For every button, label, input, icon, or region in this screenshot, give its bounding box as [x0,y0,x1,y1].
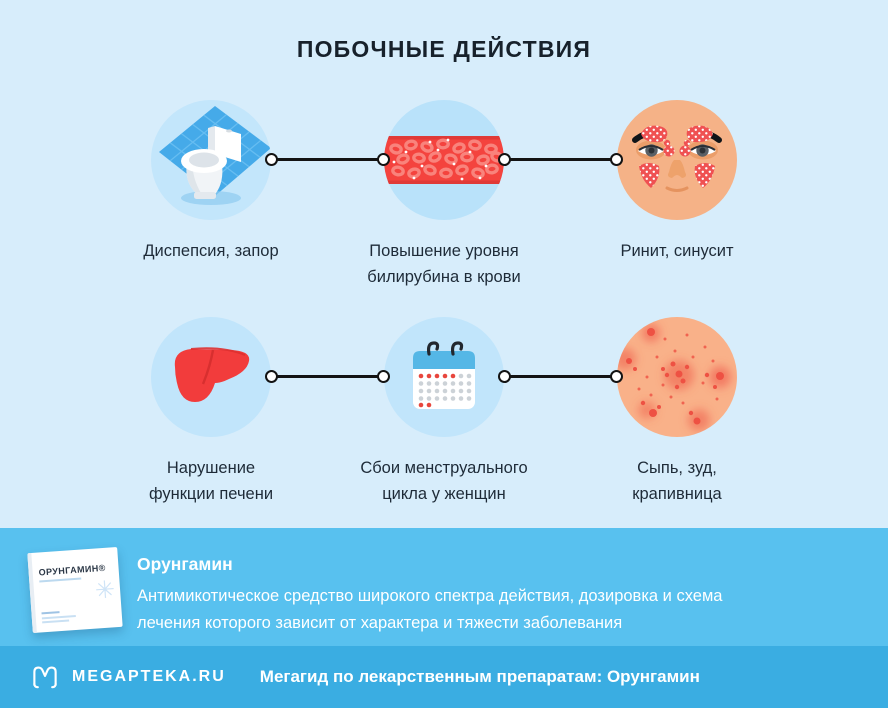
connector-dot [377,370,390,383]
side-effect-label: Сыпь, зуд, крапивница [632,459,722,503]
toilet-icon [151,100,271,220]
package-edge [27,552,37,634]
connector-dot [610,370,623,383]
package-decor-bar [41,615,76,620]
connector-segment [271,375,384,378]
blood-vessel-icon [384,100,504,220]
footer-bar: MEGAPTEKA.RU Мегагид по лекарственным пр… [0,646,888,708]
package-decor-bar [41,611,60,615]
megapteka-logo-icon [33,665,57,688]
connector-line [265,153,390,166]
connector-segment [504,158,617,161]
drug-description: Антимикотическое средство широкого спект… [137,587,723,632]
side-effect-item-cycle: Сбои менструального цикла у женщин [314,317,574,507]
connector-dot [610,153,623,166]
connector-line [265,370,390,383]
connector-dot [265,370,278,383]
connector-dot [265,153,278,166]
connector-segment [271,158,384,161]
package-decor-line [39,577,82,583]
side-effect-item-rash: Сыпь, зуд, крапивница [547,317,807,507]
side-effect-label: Нарушение функции печени [148,459,274,503]
side-effect-item-dyspepsia: Диспепсия, запор [81,100,341,264]
side-effect-item-bilirubin: Повышение уровня билирубина в крови [314,100,574,290]
menstrual-calendar-icon [384,317,504,437]
brand-name: MEGAPTEKA.RU [72,668,226,685]
side-effect-label: Сбои менструального цикла у женщин [360,459,528,503]
connector-dot [498,153,511,166]
package-decor-bar [42,619,70,624]
side-effect-item-rhinitis: Ринит, синусит [547,100,807,264]
sinusitis-face-icon [617,100,737,220]
package-watermark-icon: ✳ [94,576,117,605]
connector-dot [377,153,390,166]
connector-line [498,153,623,166]
page-title: ПОБОЧНЫЕ ДЕЙСТВИЯ [296,36,592,62]
drug-package-image: ОРУНГАМИН® ✳ [27,546,123,634]
footer-tagline: Мегагид по лекарственным препаратам: Ору… [259,667,700,686]
skin-rash-icon [617,317,737,437]
connector-line [498,370,623,383]
connector-dot [498,370,511,383]
drug-name: Орунгамин [137,554,233,574]
side-effect-label: Диспепсия, запор [143,242,279,260]
drug-card: ОРУНГАМИН® ✳ Орунгамин Антимикотическое … [0,528,888,646]
side-effect-label: Повышение уровня билирубина в крови [367,242,521,286]
liver-icon [151,317,271,437]
side-effect-label: Ринит, синусит [620,242,734,260]
side-effect-item-liver: Нарушение функции печени [81,317,341,507]
connector-segment [504,375,617,378]
